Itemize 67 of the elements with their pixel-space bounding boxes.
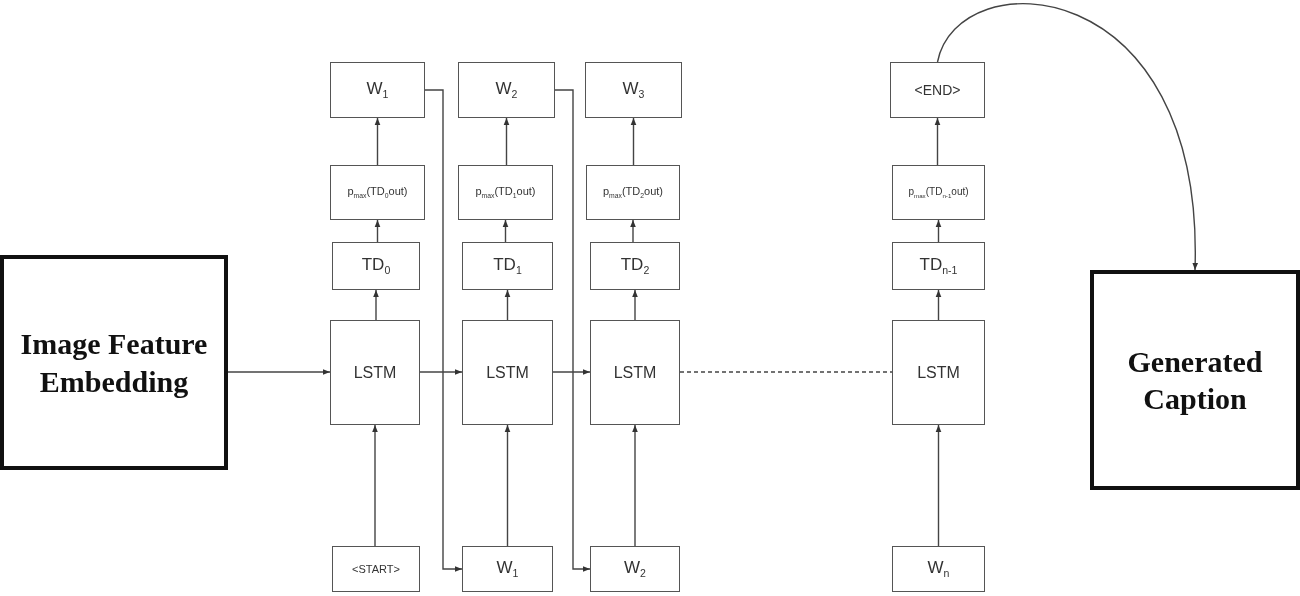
box-label: <START>: [352, 563, 400, 575]
process-box: [892, 320, 985, 425]
arrow: [227, 369, 331, 375]
arrow: [419, 369, 463, 375]
arrow: [935, 219, 942, 243]
box-label: W$_{n}$: [927, 558, 950, 580]
arrow: [630, 219, 636, 243]
process-box: [585, 62, 682, 118]
process-box: [458, 165, 553, 220]
box-label: TD$_{0}$: [361, 255, 391, 277]
arrow: [554, 89, 591, 572]
arrow: [935, 424, 942, 547]
block-box: [0, 255, 228, 470]
process-box: [330, 62, 425, 118]
box-label: TD$_{n-1}$: [919, 255, 958, 277]
arrow: [424, 89, 463, 572]
box-label: LSTM: [353, 363, 397, 382]
box-label: W$_{1}$: [496, 558, 519, 580]
process-box: [332, 242, 420, 290]
arrow: [632, 289, 638, 321]
process-box: [892, 242, 985, 290]
box-label: W$_{2}$: [624, 558, 646, 580]
arrow: [373, 289, 379, 321]
process-box: [458, 62, 555, 118]
process-box: [330, 320, 420, 425]
arrow: [630, 117, 637, 166]
arrow: [503, 117, 510, 166]
process-box: [332, 546, 420, 592]
process-box: [462, 546, 553, 592]
arrow: [935, 289, 942, 321]
process-box: [462, 320, 553, 425]
arrow: [934, 117, 941, 166]
block-box: [1090, 270, 1300, 490]
process-box: [586, 165, 680, 220]
box-label: W$_{3}$: [622, 79, 645, 101]
process-box: [892, 546, 985, 592]
box-label: LSTM: [613, 363, 657, 382]
process-box: [590, 546, 680, 592]
dashed-connector: [679, 371, 893, 373]
process-box: [892, 165, 985, 220]
arrow: [504, 424, 511, 547]
box-label: LSTM: [917, 363, 960, 382]
box-label: p$_{max}$(TD$_{2}$out): [602, 185, 664, 200]
arrow: [552, 369, 591, 375]
process-box: [330, 165, 425, 220]
arrow: [632, 424, 638, 547]
box-label: TD$_{2}$: [620, 255, 650, 277]
box-label: <END>: [914, 82, 961, 98]
box-label: p$_{max}$(TD$_{1}$out): [475, 185, 536, 200]
arrow: [374, 117, 381, 166]
arrow: [936, 3, 1198, 271]
process-box: [590, 242, 680, 290]
box-label: p$_{max}$(TD$_{0}$out): [347, 185, 408, 200]
box-label: TD$_{1}$: [493, 255, 522, 277]
box-label: W$_{1}$: [366, 79, 389, 101]
box-label: Generated Caption: [1126, 343, 1264, 417]
arrow: [504, 289, 511, 321]
process-box: [462, 242, 553, 290]
box-label: LSTM: [486, 363, 529, 382]
process-box: [590, 320, 680, 425]
process-box: [890, 62, 985, 118]
box-label: Image Feature Embedding: [19, 326, 209, 400]
arrow: [372, 424, 378, 547]
arrow: [502, 219, 509, 243]
box-label: p$_{max}$(TD$_{n-1}$out): [908, 186, 969, 199]
box-label: W$_{2}$: [495, 79, 518, 101]
arrow: [374, 219, 381, 243]
